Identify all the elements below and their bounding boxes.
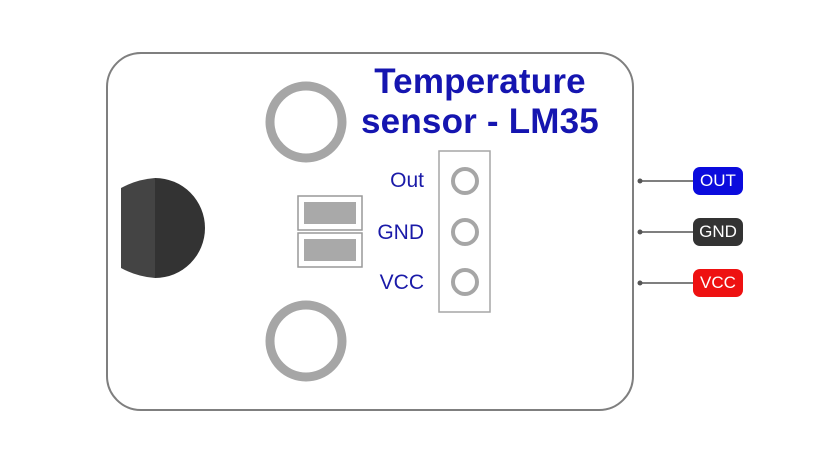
pin-label-gnd: GND: [377, 221, 424, 244]
header-pin-vcc: [451, 268, 479, 296]
smd-component-top: [297, 195, 363, 231]
mounting-hole-top: [265, 81, 347, 163]
board-title-line1: Temperature: [374, 62, 586, 101]
pin-label-vcc: VCC: [379, 271, 424, 294]
header-pin-gnd: [451, 218, 479, 246]
wire-out: [637, 178, 694, 184]
pin-label-out: Out: [390, 169, 424, 192]
connector-badge-out: OUT: [693, 167, 743, 195]
pcb-board: [106, 52, 634, 411]
board-title-line2: sensor - LM35: [361, 102, 599, 141]
mounting-hole-bottom: [265, 300, 347, 382]
connector-badge-gnd: GND: [693, 218, 743, 246]
lm35-sensor-body: [121, 178, 205, 278]
header-pin-out: [451, 167, 479, 195]
wire-gnd: [637, 229, 694, 235]
smd-component-bottom: [297, 232, 363, 268]
connector-badge-vcc: VCC: [693, 269, 743, 297]
wire-vcc: [637, 280, 694, 286]
